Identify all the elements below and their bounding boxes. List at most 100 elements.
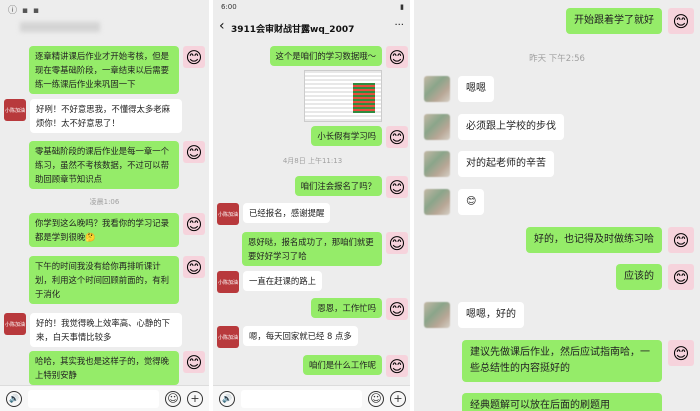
message-row: 小陈加油 一直在赶课的路上	[217, 271, 322, 293]
emoji-icon[interactable]: ☺	[165, 390, 181, 407]
message-input[interactable]	[28, 389, 159, 408]
chat-pane-3: 开始跟着学了就好 😊 昨天 下午2:56 嗯嗯 必须跟上学校的步伐 对的起老师的…	[414, 0, 700, 411]
more-icon[interactable]: ···	[394, 20, 404, 31]
back-icon[interactable]: ‹	[219, 18, 225, 34]
study-data-image[interactable]	[304, 70, 382, 122]
avatar[interactable]: 😊	[668, 227, 694, 253]
message-row: 咱们注会报名了吗？ 😊	[294, 176, 408, 198]
message-row: 逐章精讲课后作业才开始考核，但是现在零基础阶段，一章结束以后需要练一练课后作业来…	[29, 46, 205, 94]
status-icons: ⓘ ▪ ▪	[8, 6, 40, 16]
message-bubble[interactable]: 恩好哒，报名成功了，那咱们就更要好好学习了哈	[242, 232, 382, 266]
avatar[interactable]	[424, 302, 450, 328]
emoji-icon[interactable]: ☺	[368, 390, 384, 407]
message-row: 必须跟上学校的步伐	[424, 114, 564, 140]
avatar[interactable]: 😊	[386, 232, 408, 254]
message-row: 应该的 😊	[616, 264, 694, 290]
timestamp: 4月8日 上午11:13	[282, 157, 343, 165]
blurred-title	[20, 22, 100, 32]
message-bubble[interactable]: 建议先做课后作业，然后应试指南哈，一些总结性的内容挺好的	[462, 340, 662, 382]
avatar[interactable]: 😊	[183, 141, 205, 163]
message-bubble[interactable]: 必须跟上学校的步伐	[458, 114, 564, 140]
message-row: 下午的时间我没有给你再排听课计划，利用这个时间回顾前面的，有利于消化 😊	[29, 256, 205, 304]
message-bubble[interactable]: 😊	[458, 189, 485, 215]
avatar[interactable]: 😊	[183, 213, 205, 235]
message-bubble[interactable]: 咱们注会报名了吗？	[294, 176, 382, 196]
message-row: 小长假有学习吗 😊	[311, 126, 408, 148]
divider	[209, 0, 213, 411]
chat-pane-1: ⓘ ▪ ▪ 逐章精讲课后作业才开始考核，但是现在零基础阶段，一章结束以后需要练一…	[0, 0, 209, 411]
voice-icon[interactable]: 🔊	[219, 390, 235, 407]
avatar[interactable]	[424, 151, 450, 177]
message-row: 咱们是什么工作呢 😊	[303, 355, 408, 377]
message-row: 嗯嗯	[424, 76, 494, 102]
input-bar: 🔊 ☺ +	[213, 385, 412, 411]
timestamp: 昨天 下午2:56	[529, 54, 585, 64]
message-bubble[interactable]: 零基础阶段的课后作业是每一章一个练习，虽然不考核数据，不过可以帮助回顾章节知识点	[29, 141, 179, 189]
message-bubble[interactable]: 这个是咱们的学习数据哦～	[269, 46, 382, 66]
avatar[interactable]: 😊	[386, 46, 408, 68]
message-bubble[interactable]: 好的！我觉得晚上效率高、心静的下来，白天事情比较多	[30, 313, 182, 347]
message-row: 恩恩，工作忙吗 😊	[311, 298, 408, 320]
message-row: 小陈加油 已经报名，感谢提醒	[217, 203, 331, 225]
message-bubble[interactable]: 好的，也记得及时做练习哈	[526, 227, 662, 253]
message-input[interactable]	[241, 389, 362, 408]
input-bar: 🔊 ☺ +	[0, 385, 209, 411]
message-bubble[interactable]: 开始跟着学了就好	[566, 8, 662, 34]
message-row: 小陈加油 嗯，每天回家就已经 8 点多	[217, 326, 358, 348]
message-row: 嗯嗯，好的	[424, 302, 524, 328]
avatar[interactable]	[424, 114, 450, 140]
avatar[interactable]: 小陈加油	[217, 326, 239, 348]
message-row: 小陈加油 好咧！不好意思我，不懂得太多老麻烦你！太不好意思了！	[4, 99, 182, 133]
message-bubble[interactable]: 对的起老师的辛苦	[458, 151, 554, 177]
avatar[interactable]: 😊	[386, 355, 408, 377]
status-time: 6:00	[221, 3, 237, 11]
message-bubble[interactable]: 小长假有学习吗	[311, 126, 382, 146]
avatar[interactable]	[424, 76, 450, 102]
message-row: 经典题解可以放在后面的刷题用	[462, 393, 662, 411]
message-bubble[interactable]: 恩恩，工作忙吗	[311, 298, 382, 318]
top-bar: 6:00 ▮ ‹ 3911会审财战甘露wq_2007 ···	[213, 0, 412, 40]
plus-icon[interactable]: +	[390, 390, 406, 407]
avatar[interactable]: 小陈加油	[4, 99, 26, 121]
message-bubble[interactable]: 咱们是什么工作呢	[303, 355, 382, 375]
message-bubble[interactable]: 应该的	[616, 264, 662, 290]
battery-icon: ▮	[400, 3, 404, 11]
avatar[interactable]	[424, 189, 450, 215]
message-bubble[interactable]: 嗯嗯	[458, 76, 494, 102]
message-bubble[interactable]: 哈哈，其实我也是这样子的，觉得晚上特别安静	[29, 351, 179, 385]
message-row: 小陈加油 好的！我觉得晚上效率高、心静的下来，白天事情比较多	[4, 313, 182, 347]
avatar[interactable]: 😊	[386, 298, 408, 320]
message-bubble[interactable]: 你学到这么晚吗？我看你的学习记录都是学到很晚🤔	[29, 213, 179, 247]
avatar[interactable]: 小陈加油	[217, 203, 239, 225]
message-row: 哈哈，其实我也是这样子的，觉得晚上特别安静 😊	[29, 351, 205, 385]
message-bubble[interactable]: 嗯，每天回家就已经 8 点多	[243, 326, 358, 346]
avatar[interactable]: 😊	[183, 351, 205, 373]
avatar[interactable]: 小陈加油	[4, 313, 26, 335]
message-row: 😊	[424, 189, 485, 215]
data-highlight	[353, 83, 375, 113]
message-bubble[interactable]: 逐章精讲课后作业才开始考核，但是现在零基础阶段，一章结束以后需要练一练课后作业来…	[29, 46, 179, 94]
message-row: 好的，也记得及时做练习哈 😊	[526, 227, 694, 253]
divider	[410, 0, 414, 411]
message-row: 建议先做课后作业，然后应试指南哈，一些总结性的内容挺好的 😊	[462, 340, 694, 382]
avatar[interactable]: 😊	[668, 264, 694, 290]
message-bubble[interactable]: 嗯嗯，好的	[458, 302, 524, 328]
message-row: 恩好哒，报名成功了，那咱们就更要好好学习了哈 😊	[242, 232, 408, 266]
message-bubble[interactable]: 经典题解可以放在后面的刷题用	[462, 393, 662, 411]
avatar[interactable]: 😊	[668, 8, 694, 34]
message-row: 开始跟着学了就好 😊	[566, 8, 694, 34]
message-bubble[interactable]: 下午的时间我没有给你再排听课计划，利用这个时间回顾前面的，有利于消化	[29, 256, 179, 304]
avatar[interactable]: 😊	[386, 176, 408, 198]
avatar[interactable]: 😊	[668, 340, 694, 366]
message-bubble[interactable]: 一直在赶课的路上	[243, 271, 322, 291]
avatar[interactable]: 小陈加油	[217, 271, 239, 293]
avatar[interactable]: 😊	[183, 256, 205, 278]
avatar[interactable]: 😊	[183, 46, 205, 68]
plus-icon[interactable]: +	[187, 390, 203, 407]
avatar[interactable]: 😊	[386, 126, 408, 148]
message-bubble[interactable]: 已经报名，感谢提醒	[243, 203, 331, 223]
message-row: 零基础阶段的课后作业是每一章一个练习，虽然不考核数据，不过可以帮助回顾章节知识点…	[29, 141, 205, 189]
message-bubble[interactable]: 好咧！不好意思我，不懂得太多老麻烦你！太不好意思了！	[30, 99, 182, 133]
timestamp: 凌晨1:06	[89, 198, 120, 206]
voice-icon[interactable]: 🔊	[6, 390, 22, 407]
